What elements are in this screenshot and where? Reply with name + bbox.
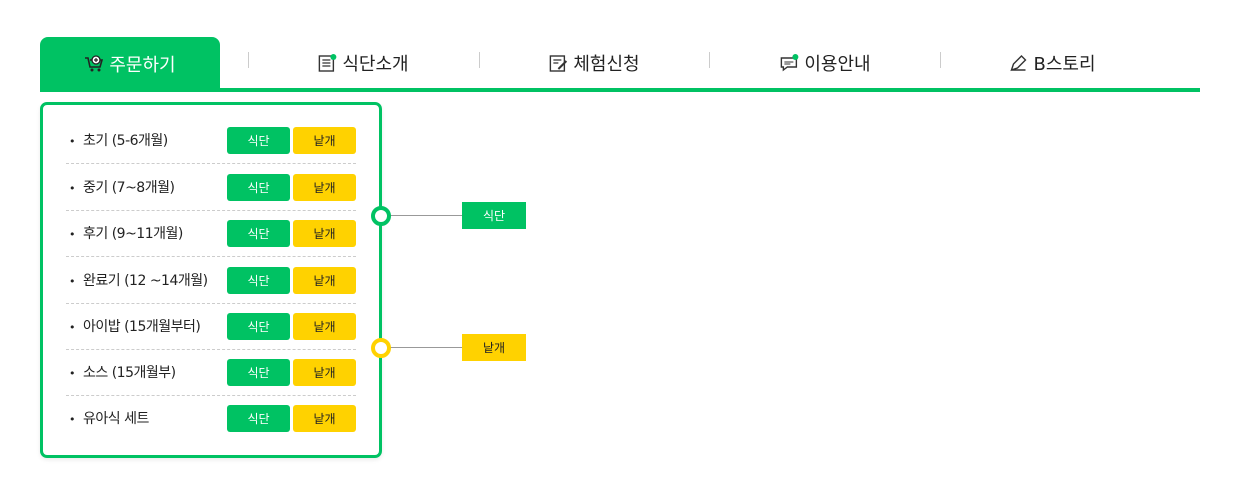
- tab-label: 체험신청: [573, 53, 640, 75]
- tab-divider: [248, 52, 249, 68]
- single-button[interactable]: 낱개: [293, 404, 356, 432]
- menu-button[interactable]: 식단: [227, 219, 290, 247]
- item-label: 아이밥 (15개월부터): [66, 316, 224, 336]
- legend-menu-tag: 식단: [462, 202, 526, 229]
- pen-icon: [1010, 54, 1027, 71]
- single-button[interactable]: 낱개: [293, 173, 356, 201]
- item-label: 소스 (15개월부): [66, 362, 224, 382]
- single-button[interactable]: 낱개: [293, 358, 356, 386]
- item-label: 후기 (9~11개월): [66, 223, 224, 243]
- single-button[interactable]: 낱개: [293, 219, 356, 247]
- legend-single-tag: 낱개: [462, 334, 526, 361]
- single-button[interactable]: 낱개: [293, 126, 356, 154]
- tab-trial[interactable]: 체험신청: [548, 37, 640, 88]
- connector-dot-green: [371, 206, 391, 226]
- edit-note-icon: [549, 54, 568, 72]
- connector-dot-yellow: [371, 338, 391, 358]
- tab-label: 주문하기: [109, 54, 176, 76]
- menu-button[interactable]: 식단: [227, 173, 290, 201]
- tab-menu-intro[interactable]: 식단소개: [317, 37, 409, 88]
- item-label: 완료기 (12 ~14개월): [66, 270, 224, 290]
- menu-list-icon: [318, 53, 337, 72]
- menu-button[interactable]: 식단: [227, 404, 290, 432]
- connector-line: [388, 215, 462, 216]
- cart-icon: [85, 54, 104, 71]
- tab-guide[interactable]: 이용안내: [779, 37, 871, 88]
- tab-label: 이용안내: [804, 53, 871, 75]
- chat-bubble-icon: [780, 53, 799, 71]
- single-button[interactable]: 낱개: [293, 266, 356, 294]
- single-button[interactable]: 낱개: [293, 312, 356, 340]
- main-tabs: 주문하기 식단소개 체험신청 이용안내 B스토리: [40, 37, 1200, 92]
- item-label: 중기 (7~8개월): [66, 177, 224, 197]
- tab-label: B스토리: [1033, 53, 1096, 75]
- connector-line: [388, 347, 462, 348]
- menu-button[interactable]: 식단: [227, 126, 290, 154]
- menu-button[interactable]: 식단: [227, 266, 290, 294]
- tab-divider: [940, 52, 941, 68]
- item-label: 초기 (5-6개월): [66, 130, 224, 150]
- tab-label: 식단소개: [342, 53, 409, 75]
- menu-button[interactable]: 식단: [227, 358, 290, 386]
- tab-story[interactable]: B스토리: [1008, 37, 1096, 88]
- tab-divider: [709, 52, 710, 68]
- item-label: 유아식 세트: [66, 408, 224, 428]
- menu-button[interactable]: 식단: [227, 312, 290, 340]
- tab-divider: [479, 52, 480, 68]
- tab-order[interactable]: 주문하기: [40, 37, 220, 90]
